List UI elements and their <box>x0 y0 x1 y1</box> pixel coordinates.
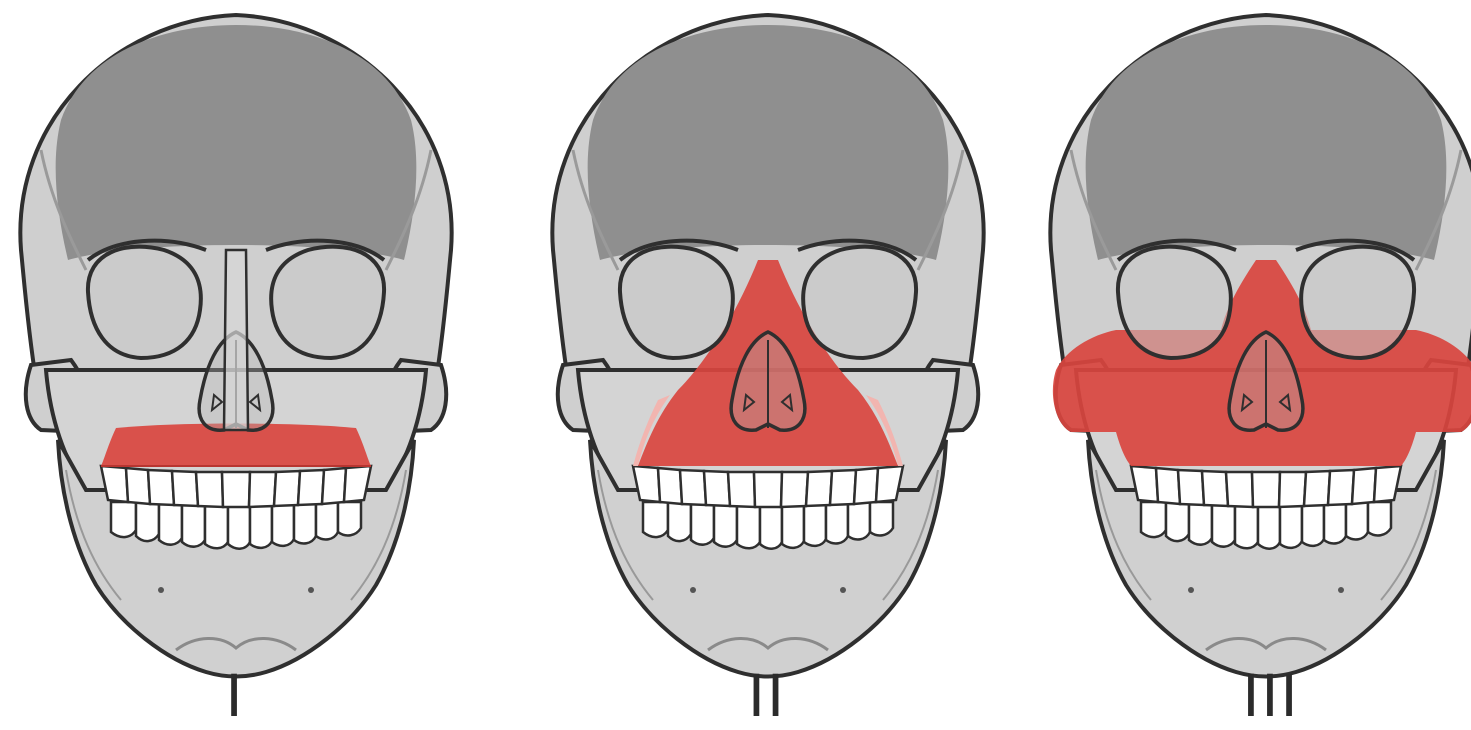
skull-panel-2 <box>552 15 983 677</box>
skull-panel-3 <box>1050 15 1471 677</box>
skull-panel-1 <box>20 15 451 677</box>
panel-label-3: III <box>1171 664 1371 728</box>
panel-label-1: I <box>135 664 335 728</box>
panel-label-2: II <box>667 664 867 728</box>
